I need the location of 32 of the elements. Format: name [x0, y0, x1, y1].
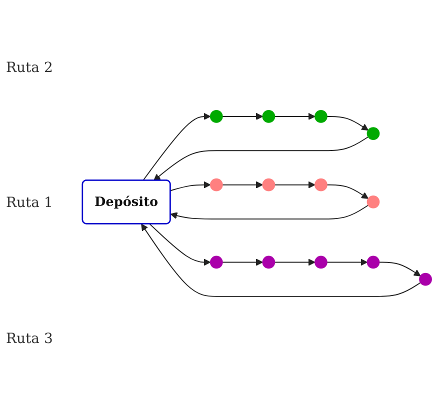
- arrow: [170, 181, 211, 192]
- arrow: [141, 224, 421, 297]
- arrow: [170, 204, 369, 220]
- node-circle: [419, 272, 432, 286]
- route-label: Ruta 2: [6, 60, 54, 76]
- node-circle: [314, 110, 328, 123]
- node-circle: [314, 178, 328, 192]
- arrow: [326, 258, 368, 266]
- arrow: [326, 116, 369, 131]
- node-circle: [262, 256, 276, 269]
- arrow: [222, 181, 263, 188]
- node-circle: [366, 196, 380, 208]
- arrow: [326, 184, 369, 199]
- node-circle: [314, 256, 328, 269]
- node-circle: [262, 110, 276, 123]
- arrow: [153, 136, 369, 181]
- arrow: [149, 224, 211, 266]
- node-circle: [366, 256, 380, 269]
- arrow: [378, 262, 421, 276]
- arrow: [274, 181, 316, 188]
- node-circle: [366, 127, 380, 140]
- node-circle: [210, 256, 223, 269]
- node-circle: [210, 110, 223, 123]
- arrow: [274, 258, 316, 266]
- node-circle: [262, 178, 276, 192]
- node-circle: [210, 178, 223, 192]
- arrow: [222, 258, 263, 266]
- arrow: [222, 113, 263, 120]
- route-label: Ruta 3: [6, 331, 54, 348]
- arrow: [274, 113, 316, 120]
- route-label: Ruta 1: [6, 195, 54, 212]
- arrow: [142, 113, 211, 182]
